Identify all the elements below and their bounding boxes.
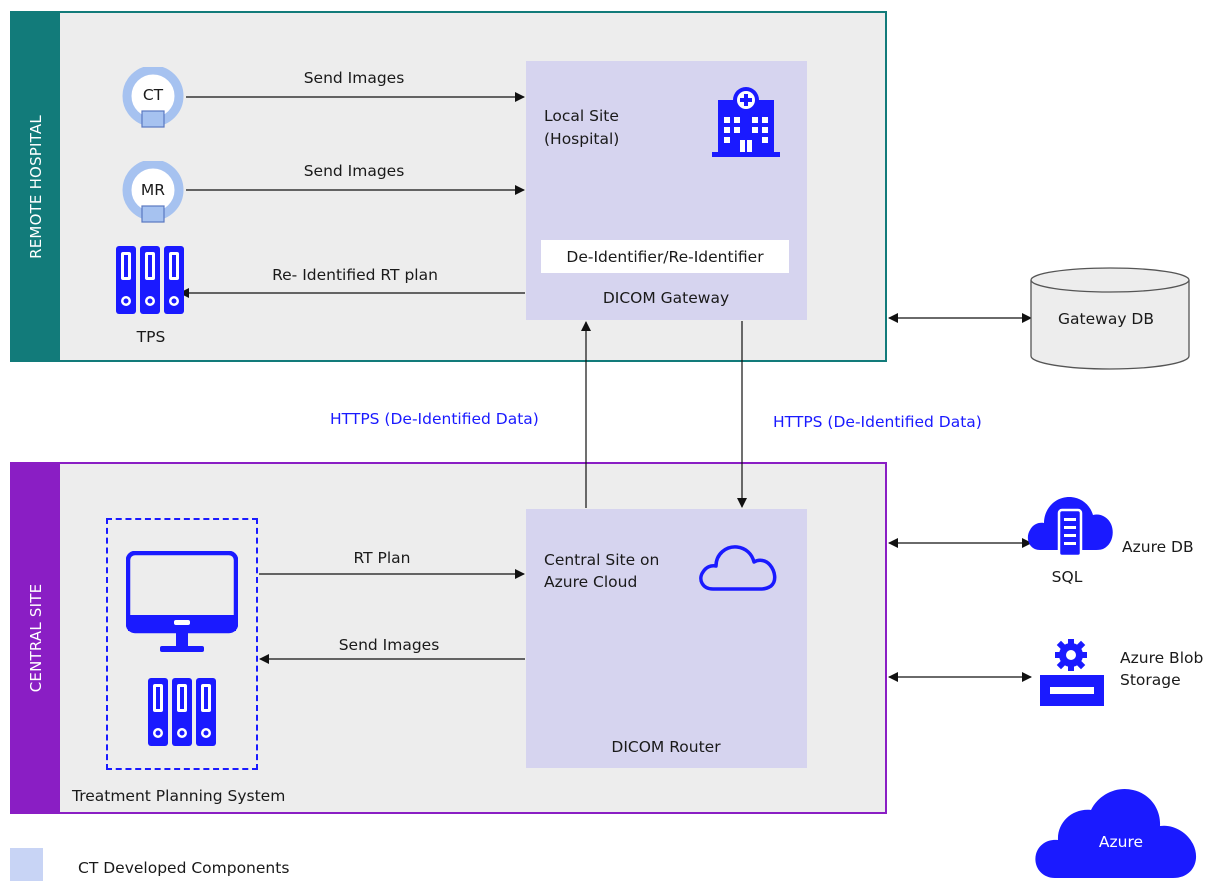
re-identified-label: Re- Identified RT plan <box>272 266 438 284</box>
planning-binders-icon <box>148 678 216 746</box>
blob-storage-icon <box>1040 639 1104 706</box>
https-up-label: HTTPS (De-Identified Data) <box>330 410 539 428</box>
azure-db-label: Azure DB <box>1122 538 1194 556</box>
gateway-title-line1: Local Site <box>544 107 619 125</box>
tps-label: TPS <box>136 328 166 346</box>
legend-label: CT Developed Components <box>78 859 290 877</box>
rt-plan-label: RT Plan <box>353 549 411 567</box>
router-title-line2: Azure Cloud <box>544 573 638 591</box>
azure-cloud-icon <box>1035 788 1197 878</box>
sql-label: SQL <box>1051 568 1083 586</box>
gateway-title-line2: (Hospital) <box>544 130 620 148</box>
dicom-gateway-label: DICOM Gateway <box>602 289 730 307</box>
mr-scanner-icon <box>122 161 184 223</box>
https-down-label: HTTPS (De-Identified Data) <box>773 413 982 431</box>
dicom-router-box <box>526 509 807 768</box>
dicom-router-label: DICOM Router <box>611 738 721 756</box>
deidentifier-box: De-Identifier/Re-Identifier <box>541 240 789 273</box>
ct-label: CT <box>142 86 164 104</box>
ct-send-label: Send Images <box>303 69 405 87</box>
blob-storage-label-line2: Storage <box>1120 671 1181 689</box>
treatment-planning-frame <box>106 518 258 770</box>
sql-cloud-icon <box>1027 496 1113 558</box>
central-site-strip: CENTRAL SITE <box>12 464 60 812</box>
monitor-icon <box>126 551 238 652</box>
cloud-outline-icon <box>699 545 777 591</box>
tps-binders-icon <box>116 246 184 314</box>
azure-label: Azure <box>1098 833 1144 851</box>
gateway-db-cylinder-icon <box>1030 267 1190 370</box>
send-images-back-label: Send Images <box>338 636 440 654</box>
router-title-line1: Central Site on <box>544 551 660 569</box>
gateway-db-label: Gateway DB <box>1058 310 1154 328</box>
legend-swatch <box>10 848 43 881</box>
mr-label: MR <box>140 181 166 199</box>
remote-hospital-strip: REMOTE HOSPITAL <box>12 13 60 360</box>
treatment-planning-label: Treatment Planning System <box>72 787 286 805</box>
blob-storage-label-line1: Azure Blob <box>1120 649 1204 667</box>
hospital-icon <box>712 87 780 157</box>
ct-scanner-icon <box>122 67 184 128</box>
mr-send-label: Send Images <box>303 162 405 180</box>
